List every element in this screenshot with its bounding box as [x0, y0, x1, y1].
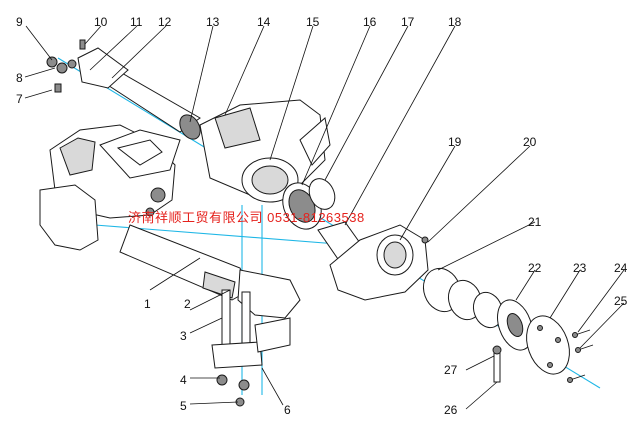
rings-21 — [422, 267, 504, 329]
part-label-27: 27 — [444, 363, 458, 377]
bolt-26-27 — [492, 345, 502, 383]
bolts-24-25 — [567, 329, 594, 383]
cover-plate-23 — [526, 315, 570, 375]
part-label-9: 9 — [16, 15, 23, 29]
part-label-21: 21 — [528, 215, 542, 229]
part-label-3: 3 — [180, 329, 187, 343]
hub-22 — [497, 299, 533, 351]
part-label-10: 10 — [94, 15, 108, 29]
part-label-25: 25 — [614, 294, 628, 308]
part-label-4: 4 — [180, 373, 187, 387]
part-label-22: 22 — [528, 261, 542, 275]
company-watermark: 济南祥顺工贸有限公司 0531-81263538 — [128, 210, 365, 225]
part-label-13: 13 — [206, 15, 220, 29]
part-label-14: 14 — [257, 15, 271, 29]
part-label-20: 20 — [523, 135, 537, 149]
seal-rings — [282, 178, 336, 230]
left-axle-tube — [119, 224, 301, 319]
part-label-12: 12 — [158, 15, 172, 29]
part-label-23: 23 — [573, 261, 587, 275]
part-label-1: 1 — [144, 297, 151, 311]
upper-tube — [77, 47, 201, 140]
part-label-15: 15 — [306, 15, 320, 29]
part-label-16: 16 — [363, 15, 377, 29]
u-bolt-clamp-3-6 — [211, 289, 291, 407]
part-label-26: 26 — [444, 403, 458, 417]
part-label-11: 11 — [130, 15, 143, 29]
part-label-19: 19 — [448, 135, 462, 149]
part-label-24: 24 — [614, 261, 628, 275]
part-label-8: 8 — [16, 71, 23, 85]
left-axle-housing — [39, 124, 181, 251]
center-housing — [199, 99, 331, 203]
part-label-18: 18 — [448, 15, 462, 29]
part-label-2: 2 — [184, 297, 191, 311]
right-axle-housing — [329, 224, 429, 301]
part-label-5: 5 — [180, 399, 187, 413]
part-label-7: 7 — [16, 92, 23, 106]
leader-lines — [24, 25, 625, 410]
part-number-labels: 1 2 3 4 5 6 7 8 9 10 11 12 13 14 15 16 1… — [16, 15, 628, 417]
part-label-17: 17 — [401, 15, 415, 29]
part-label-6: 6 — [284, 403, 291, 417]
hardware-cluster-7-11 — [46, 39, 86, 93]
